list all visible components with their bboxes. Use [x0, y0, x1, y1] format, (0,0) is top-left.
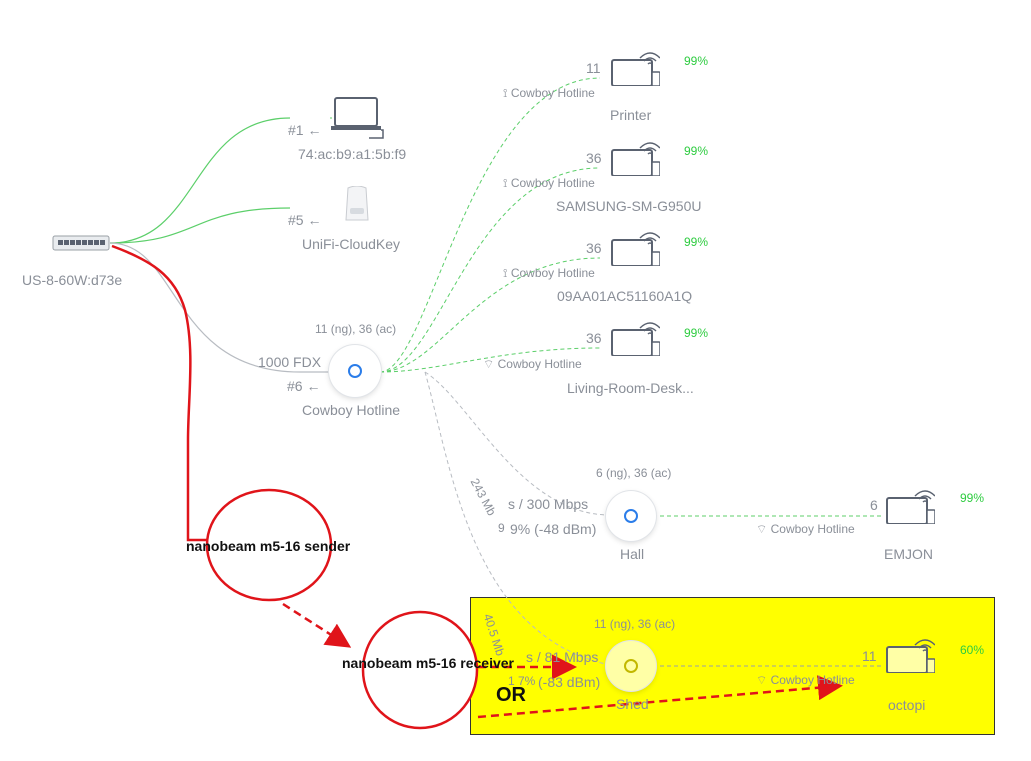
shed-ap-channels: 11 (ng), 36 (ac) [594, 617, 676, 631]
shed-ap-signal-prefix: 1 7% [508, 674, 536, 688]
wired-client-1-name: 74:ac:b9:a1:5b:f9 [298, 146, 407, 162]
client-ssid: ⟟ Cowboy Hotline [503, 266, 595, 281]
laptop-icon [611, 322, 660, 356]
annotation-receiver-label: nanobeam m5-16 receiver [342, 655, 514, 671]
wifi-link-living [379, 347, 601, 373]
port-label: #5 [288, 212, 304, 228]
client-signal: 99% [684, 54, 709, 68]
main-ap-node[interactable] [329, 345, 381, 397]
wired-client-1[interactable] [331, 96, 387, 145]
client-ssid: ⌔ Cowboy Hotline [483, 357, 582, 372]
access-point-icon [348, 364, 362, 378]
ssid-label: Cowboy Hotline [770, 673, 855, 687]
wifi-icon: ⌔ [483, 357, 498, 371]
wired-client-1-port: #1 ← [288, 122, 322, 138]
shed-ap-signal: (-83 dBm) [538, 674, 601, 690]
client-channel: 11 [862, 648, 877, 664]
switch-icon [52, 235, 110, 251]
client-channel: 36 [586, 240, 602, 256]
client-signal: 99% [684, 326, 709, 340]
wifi-icon: ⟟ [503, 86, 511, 100]
client-channel: 6 [870, 497, 878, 513]
main-ap-link-speed: 1000 FDX [258, 354, 322, 370]
laptop-icon [611, 52, 660, 86]
client-ssid: ⟟ Cowboy Hotline [503, 86, 595, 101]
laptop-icon [611, 142, 660, 176]
wifi-link-printer [379, 77, 601, 373]
ssid-label: Cowboy Hotline [770, 522, 855, 536]
arrow-sender-to-receiver [282, 602, 352, 648]
hall-ap-rate: s / 300 Mbps [508, 496, 589, 512]
mesh-link-shed [424, 371, 616, 667]
client-channel: 11 [586, 60, 601, 76]
client-ssid: ⌔ Cowboy Hotline [756, 522, 855, 537]
shed-ap-rate: s / 81 Mbps [526, 649, 599, 665]
client-ssid: ⌔ Cowboy Hotline [756, 673, 855, 688]
cloudkey-icon [345, 185, 369, 221]
ssid-label: Cowboy Hotline [497, 357, 582, 371]
main-ap-port: #6 ← [287, 378, 321, 394]
ssid-label: Cowboy Hotline [510, 86, 595, 100]
client-channel: 36 [586, 330, 602, 346]
client-signal: 99% [960, 491, 985, 505]
wifi-link-samsung [379, 167, 601, 373]
client-signal: 99% [684, 235, 709, 249]
mesh-link-hall [424, 371, 611, 516]
wifi-icon: ⌔ [756, 522, 771, 536]
shed-ap-node[interactable] [606, 641, 656, 691]
client-name: EMJON [884, 546, 933, 562]
arrow-receiver-to-octopi [477, 675, 843, 719]
client-name: Living-Room-Desk... [567, 380, 694, 396]
ssid-label: Cowboy Hotline [510, 176, 595, 190]
laptop-icon [886, 639, 935, 673]
sender-bubble [205, 488, 333, 602]
client-signal: 99% [684, 144, 709, 158]
annotation-or-label: OR [496, 684, 526, 706]
cloudkey-name: UniFi-CloudKey [302, 236, 401, 252]
laptop-icon [886, 490, 935, 524]
shed-ap-name: Shed [616, 696, 649, 712]
client-signal: 60% [960, 643, 985, 657]
main-ap-name: Cowboy Hotline [302, 402, 401, 418]
access-point-icon [624, 509, 638, 523]
access-point-icon [624, 659, 638, 673]
wifi-icon: ⌔ [756, 673, 771, 687]
laptop-icon [331, 97, 384, 139]
switch-name: US-8-60W:d73e [22, 272, 123, 288]
hall-ap-channels: 6 (ng), 36 (ac) [596, 466, 672, 480]
hall-ap-name: Hall [620, 546, 645, 562]
cloudkey-port: #5 ← [288, 212, 322, 228]
hall-ap-signal: 9% (-48 dBm) [510, 521, 597, 537]
receiver-bubble [361, 610, 479, 730]
wired-link-5 [109, 207, 291, 244]
wired-link-1 [109, 117, 291, 244]
client-name: Printer [610, 107, 652, 123]
annotation-freehand-line [111, 244, 215, 542]
wifi-link-09aa [379, 257, 601, 373]
port-label: #6 [287, 378, 303, 394]
client-channel: 36 [586, 150, 602, 166]
cloudkey-node[interactable] [342, 185, 372, 231]
switch-node[interactable] [52, 232, 110, 254]
client-name: SAMSUNG-SM-G950U [556, 198, 702, 214]
client-ssid: ⟟ Cowboy Hotline [503, 176, 595, 191]
hall-ap-signal-prefix: 9 [498, 521, 505, 535]
client-name: 09AA01AC51160A1Q [557, 288, 693, 304]
wifi-icon: ⟟ [503, 176, 511, 190]
ssid-label: Cowboy Hotline [510, 266, 595, 280]
wifi-icon: ⟟ [503, 266, 511, 280]
hall-ap-node[interactable] [606, 491, 656, 541]
main-ap-channels: 11 (ng), 36 (ac) [315, 322, 397, 336]
port-label: #1 [288, 122, 304, 138]
annotation-sender-label: nanobeam m5-16 sender [186, 538, 351, 554]
wired-link-6 [109, 242, 335, 373]
laptop-icon [611, 232, 660, 266]
client-name: octopi [888, 697, 926, 713]
